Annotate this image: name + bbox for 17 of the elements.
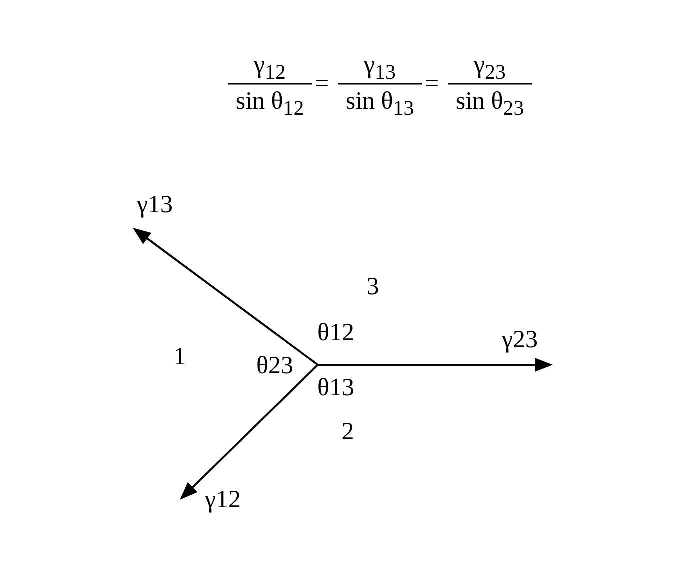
angle-label: θ12 [318, 320, 354, 346]
phase-number: 3 [366, 274, 380, 300]
formula-term: γ$_{12}$ [254, 53, 286, 83]
angle-label: θ23 [256, 354, 294, 378]
formula-term: sin θ$_{23}$ [456, 89, 524, 119]
angle-label: θ13 [318, 376, 354, 400]
vector-label: γ12 [204, 488, 242, 512]
phase-number: 2 [342, 420, 354, 444]
formula-term: sin θ$_{13}$ [346, 89, 414, 119]
formula-term: = [314, 72, 330, 96]
formula-term: = [424, 72, 440, 96]
formula-term: γ$_{23}$ [474, 53, 506, 83]
vector-label: γ13 [136, 192, 174, 218]
formula-term: sin θ$_{12}$ [236, 89, 304, 119]
formula-term: γ$_{13}$ [364, 53, 396, 83]
phase-number: 1 [174, 344, 186, 370]
vector-label: γ23 [502, 328, 538, 352]
